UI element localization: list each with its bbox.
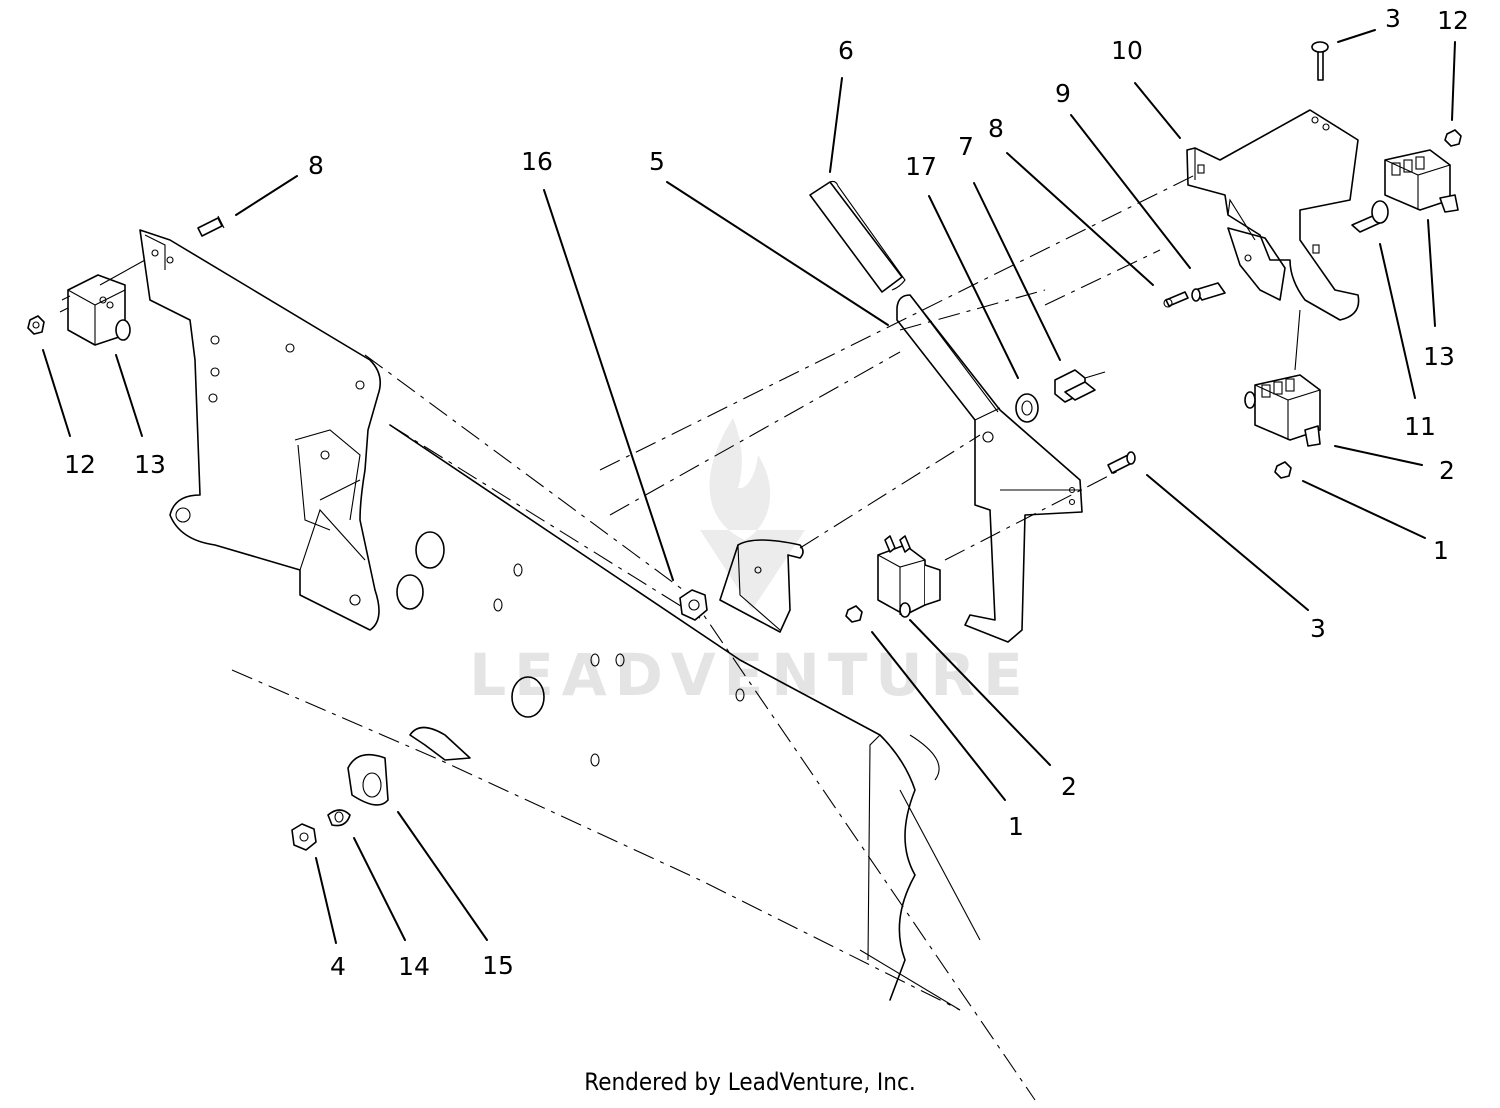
leader-lines bbox=[42, 29, 1456, 944]
pin-and-bolt bbox=[1163, 282, 1226, 308]
callout-9: 9 bbox=[1055, 79, 1071, 108]
callout-13-right: 13 bbox=[1423, 342, 1455, 371]
callout-6: 6 bbox=[838, 36, 854, 65]
handle-grip bbox=[809, 180, 906, 293]
callout-numbers: 3 12 6 10 9 8 7 17 16 5 8 12 13 13 11 2 … bbox=[64, 4, 1469, 981]
fender-panel bbox=[389, 424, 981, 1011]
center-switch bbox=[845, 535, 941, 623]
watermark-text: LEADVENTURE bbox=[469, 641, 1031, 709]
callout-1-bottom: 1 bbox=[1008, 812, 1024, 841]
left-switch bbox=[27, 215, 225, 346]
callout-13-left: 13 bbox=[134, 450, 166, 479]
callout-3-right: 3 bbox=[1310, 614, 1326, 643]
rendered-by-credit: Rendered by LeadVenture, Inc. bbox=[584, 1068, 916, 1096]
callout-16: 16 bbox=[521, 147, 553, 176]
callout-14: 14 bbox=[398, 952, 430, 981]
callout-8-left: 8 bbox=[308, 151, 324, 180]
right-mounting-bracket bbox=[1186, 109, 1360, 321]
callout-2-bottom: 2 bbox=[1061, 772, 1077, 801]
alignment-lines bbox=[231, 174, 1196, 1101]
left-mounting-plate bbox=[139, 229, 381, 631]
watermark-logo bbox=[700, 418, 805, 610]
callout-3-top: 3 bbox=[1385, 4, 1401, 33]
callout-11: 11 bbox=[1404, 412, 1436, 441]
callout-4: 4 bbox=[330, 952, 346, 981]
center-spring-bracket bbox=[679, 539, 804, 633]
callout-8-right: 8 bbox=[988, 114, 1004, 143]
callout-1-right: 1 bbox=[1433, 536, 1449, 565]
watermark: LEADVENTURE bbox=[469, 418, 1031, 709]
callout-17: 17 bbox=[905, 152, 937, 181]
cable-clamp-assembly bbox=[291, 726, 471, 851]
top-right-switch bbox=[1384, 129, 1462, 213]
callout-2-right: 2 bbox=[1439, 456, 1455, 485]
callout-15: 15 bbox=[482, 951, 514, 980]
callout-12-left: 12 bbox=[64, 450, 96, 479]
washer-and-bolt bbox=[1015, 369, 1106, 423]
bracket-bolt bbox=[1351, 200, 1389, 233]
lever-screw bbox=[1107, 451, 1136, 474]
parking-lever bbox=[896, 294, 1083, 643]
top-screw bbox=[1311, 41, 1329, 81]
callout-12-top-right: 12 bbox=[1437, 6, 1469, 35]
callout-5: 5 bbox=[649, 147, 665, 176]
callout-10: 10 bbox=[1111, 36, 1143, 65]
lower-right-switch bbox=[1244, 309, 1321, 479]
callout-7: 7 bbox=[958, 132, 974, 161]
